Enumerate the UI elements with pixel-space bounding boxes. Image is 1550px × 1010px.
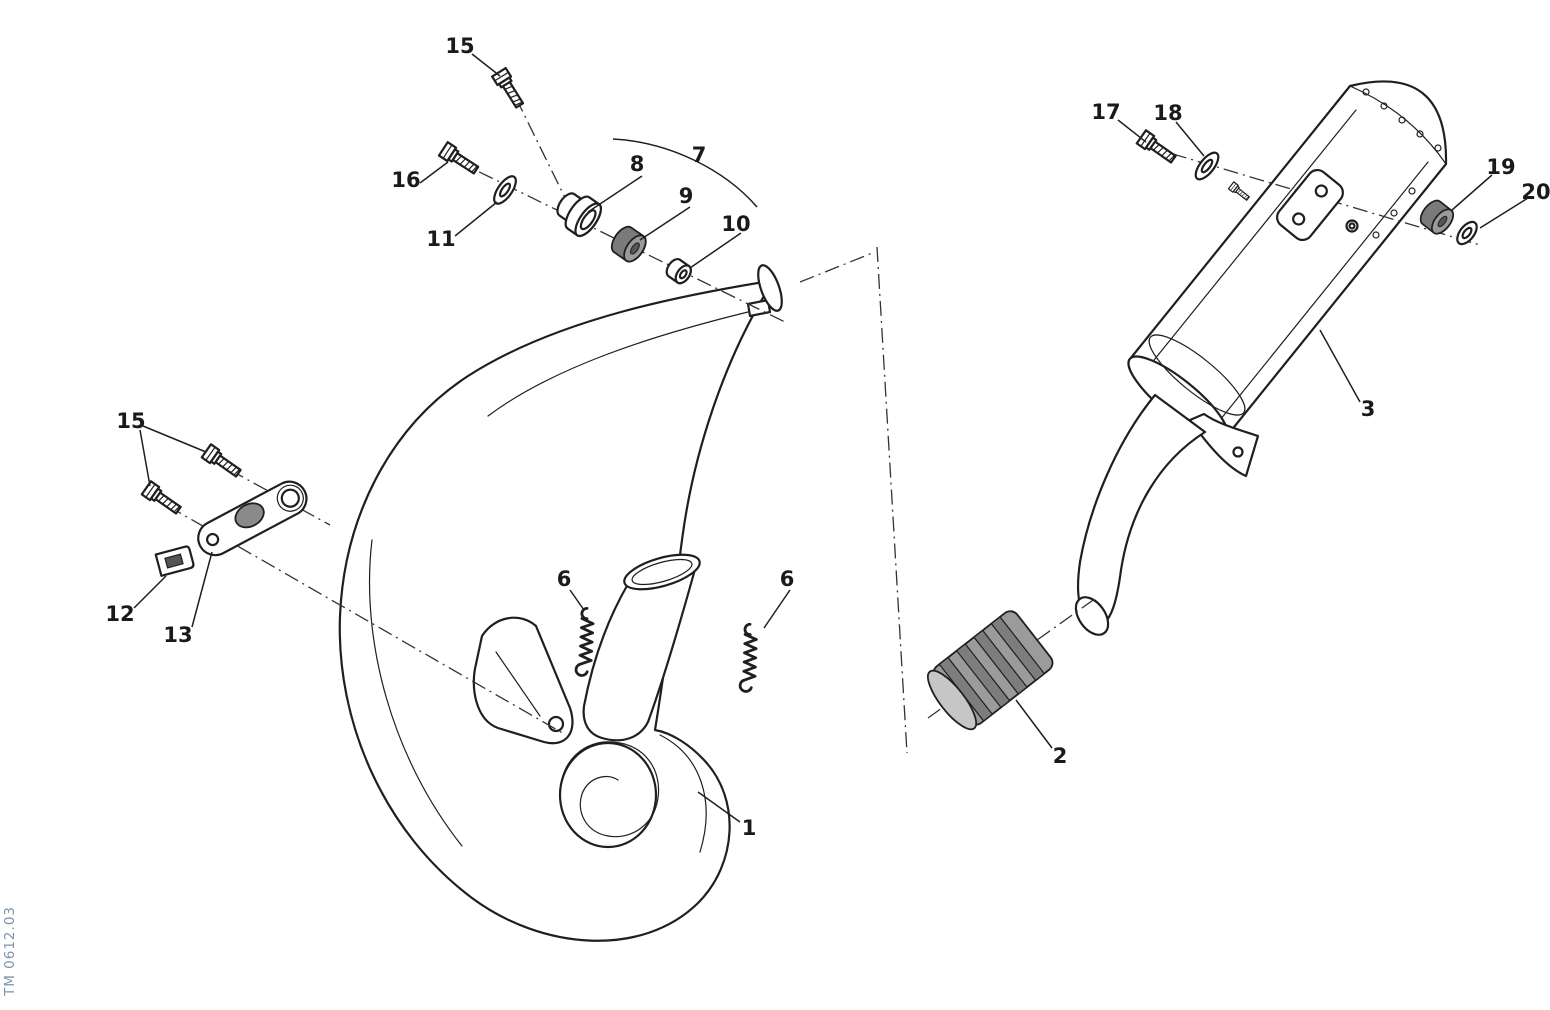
bolt-17 bbox=[1135, 129, 1179, 167]
silencer-inlet-pipe bbox=[1076, 393, 1207, 627]
part-label-2: 2 bbox=[1052, 744, 1068, 768]
part-label-9: 9 bbox=[678, 184, 694, 208]
part-label-15-left: 15 bbox=[116, 409, 146, 433]
bolt-16 bbox=[437, 141, 482, 178]
washer-18 bbox=[1190, 147, 1224, 185]
clip-12 bbox=[154, 545, 195, 577]
chamber-tail-curl bbox=[558, 741, 658, 849]
part-label-3: 3 bbox=[1360, 397, 1376, 421]
bracket-13 bbox=[197, 480, 308, 557]
leader-lines bbox=[133, 53, 1529, 823]
expansion-chamber bbox=[338, 264, 783, 942]
part-label-11: 11 bbox=[426, 227, 456, 251]
spacer-10 bbox=[662, 255, 696, 288]
screw-small bbox=[1227, 181, 1252, 203]
washer-20 bbox=[1456, 220, 1478, 246]
part-label-6-right: 6 bbox=[779, 567, 795, 591]
chamber-bracket bbox=[472, 616, 574, 745]
silencer bbox=[1074, 80, 1448, 636]
bolt-15-left-a bbox=[200, 443, 244, 481]
part-label-16: 16 bbox=[391, 168, 421, 192]
part-label-10: 10 bbox=[721, 212, 751, 236]
rubber-sleeve bbox=[927, 610, 1054, 731]
watermark: TM 0612.03 bbox=[2, 905, 18, 996]
part-label-6-left: 6 bbox=[556, 567, 572, 591]
rivets bbox=[1362, 88, 1442, 239]
group-7-bracket bbox=[612, 138, 758, 208]
part-label-15-top: 15 bbox=[445, 34, 475, 58]
chamber-stub-pipe bbox=[582, 560, 699, 742]
part-label-13: 13 bbox=[163, 623, 193, 647]
nut-small bbox=[1345, 219, 1359, 233]
part-label-20: 20 bbox=[1521, 180, 1550, 204]
chamber-outlet-opening bbox=[757, 264, 783, 312]
grommet-9 bbox=[606, 222, 651, 267]
part-label-17: 17 bbox=[1091, 100, 1121, 124]
grommet-19 bbox=[1415, 195, 1459, 239]
part-label-19: 19 bbox=[1486, 155, 1516, 179]
part-label-18: 18 bbox=[1153, 101, 1183, 125]
silencer-gusset bbox=[1188, 412, 1260, 478]
part-label-8: 8 bbox=[629, 152, 645, 176]
part-label-1: 1 bbox=[741, 816, 757, 840]
spring-right bbox=[738, 622, 759, 694]
silencer-bracket bbox=[1276, 168, 1344, 242]
part-label-12: 12 bbox=[105, 602, 135, 626]
part-label-7: 7 bbox=[691, 143, 707, 167]
bushing-8 bbox=[556, 192, 603, 238]
bolt-15-left-b bbox=[140, 480, 184, 518]
